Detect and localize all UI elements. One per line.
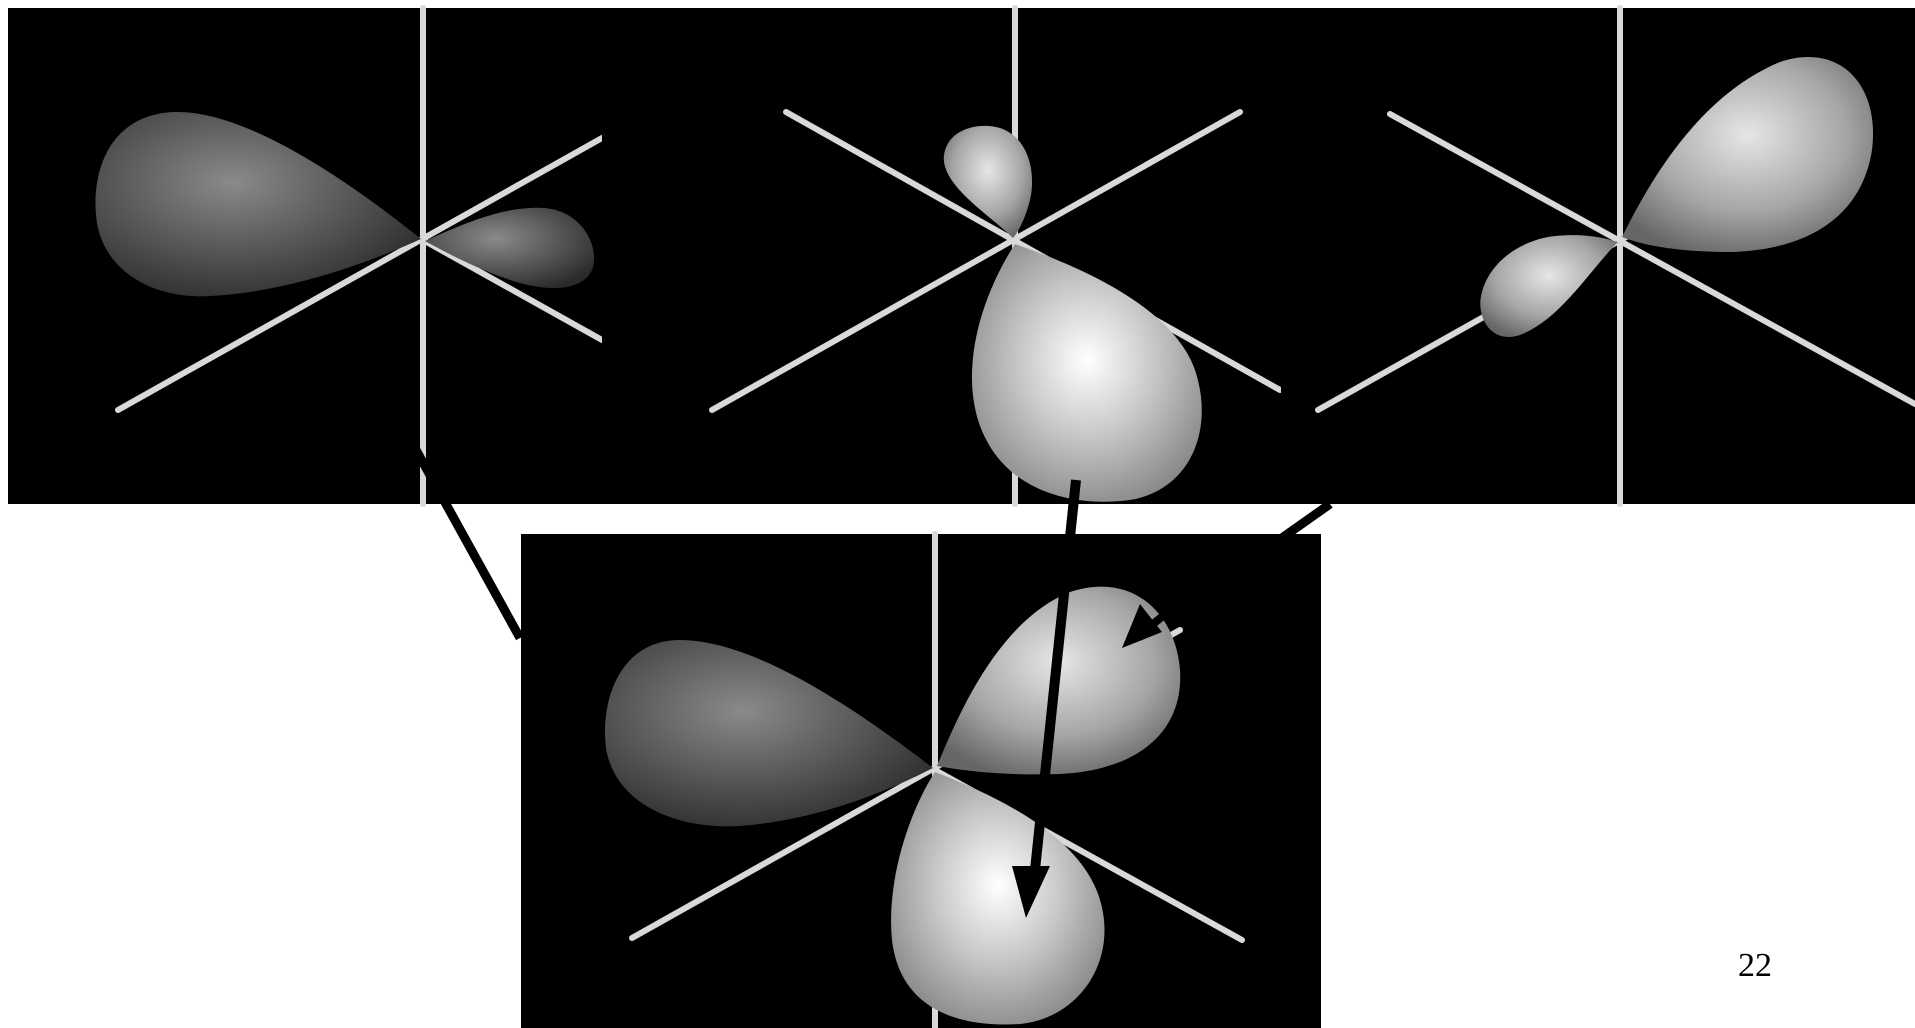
upper-right-arrow — [1122, 604, 1171, 648]
panel-2-to-hybrid — [1012, 479, 1081, 918]
axes — [115, 5, 605, 507]
small-lobe-up — [943, 125, 1033, 238]
orbital-panel-1 — [8, 5, 605, 507]
large-lobe-upper-right — [1622, 57, 1874, 252]
page-number: 22 — [1738, 947, 1772, 984]
small-lobe-right — [425, 207, 595, 289]
large-lobe-left — [95, 111, 421, 297]
panel-1-to-hybrid — [411, 445, 524, 641]
small-lobe-lower-left — [1480, 235, 1618, 337]
hybrid-orbital-panel — [521, 531, 1321, 1028]
orbital-panel-2 — [602, 5, 1283, 507]
large-lobe-down — [971, 244, 1202, 502]
orbital-panel-3 — [1281, 5, 1915, 507]
lobe-left — [604, 640, 933, 827]
lobe-down — [891, 772, 1105, 1025]
